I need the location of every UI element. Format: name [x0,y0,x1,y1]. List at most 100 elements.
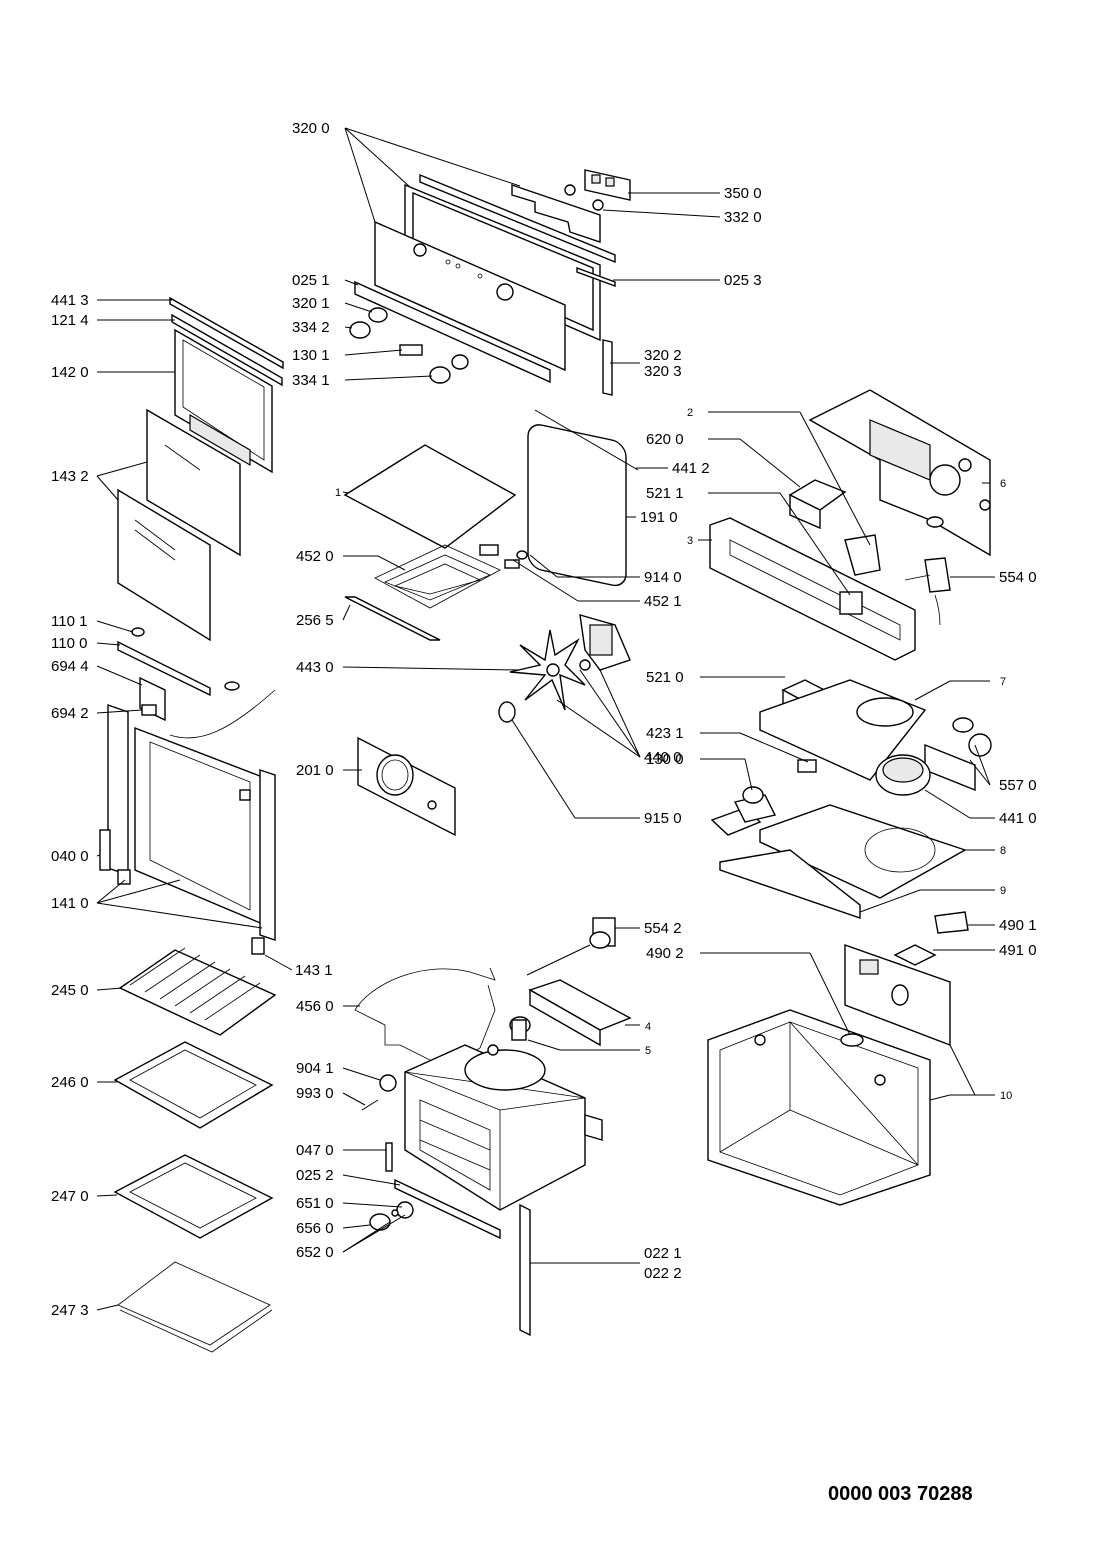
grill-element [374,544,528,609]
callout-025-3: 025 3 [724,272,762,289]
callout-143-2: 143 2 [51,468,89,485]
deep-pan [113,1154,274,1239]
callout-110-0: 110 0 [51,635,87,652]
callout-904-1: 904 1 [296,1060,334,1077]
callout-245-0: 245 0 [51,982,89,999]
callout-334-1: 334 1 [292,372,330,389]
callout-456-0: 456 0 [296,998,334,1015]
callout-247-3: 247 3 [51,1302,89,1319]
convection-fan [498,629,586,723]
switch-parts [710,759,817,836]
callout-1: 1 [335,487,341,499]
callout-025-2: 025 2 [296,1167,334,1184]
callout-350-0: 350 0 [724,185,762,202]
callout-10: 10 [1000,1090,1012,1102]
callout-022-1: 022 1 [644,1245,682,1262]
callout-320-1: 320 1 [292,295,330,312]
knob-module [564,169,631,211]
callout-914-0: 914 0 [644,569,682,586]
door-lock-assembly [117,627,276,739]
callout-490-2: 490 2 [646,945,684,962]
callout-491-0: 491 0 [999,942,1037,959]
selector-knobs [349,307,469,384]
callout-labels: 320 0 350 0 332 0 025 1 025 3 320 1 334 … [51,120,1037,1505]
terminal-parts [893,911,969,966]
callout-651-0: 651 0 [296,1195,334,1212]
callout-4: 4 [645,1021,651,1033]
callout-441-2: 441 2 [672,460,710,477]
relay-block [788,479,847,530]
leader-lines [96,127,995,1311]
callout-915-0: 915 0 [644,810,682,827]
callout-441-3: 441 3 [51,292,89,309]
inner-door [174,328,273,474]
callout-2: 2 [687,407,693,419]
door-gasket [527,409,639,587]
callout-320-0: 320 0 [292,120,330,137]
callout-694-4: 694 4 [51,658,89,675]
callout-141-0: 141 0 [51,895,89,912]
callout-7: 7 [1000,676,1006,688]
callout-191-0: 191 0 [640,509,678,526]
control-panel-fascia [374,220,566,372]
door-top-trim [169,296,284,387]
baking-tray [113,1041,274,1129]
callout-490-1: 490 1 [999,917,1037,934]
callout-620-0: 620 0 [646,431,684,448]
callout-554-0: 554 0 [999,569,1037,586]
thermostat-units [839,534,951,626]
callout-022-2: 022 2 [644,1265,682,1282]
callout-443-0: 443 0 [296,659,334,676]
callout-142-0: 142 0 [51,364,89,381]
callout-656-0: 656 0 [296,1220,334,1237]
trim-strip [576,266,616,288]
callout-130-0: 130 0 [646,751,684,768]
display-module [511,184,601,243]
deflector-plate [344,596,441,641]
callout-201-0: 201 0 [296,762,334,779]
callout-3: 3 [687,535,693,547]
callout-452-0: 452 0 [296,548,334,565]
callout-256-5: 256 5 [296,612,334,629]
callout-143-1: 143 1 [295,962,333,979]
top-housing [808,389,991,557]
cavity-fixings [361,1074,501,1240]
callout-5: 5 [645,1045,651,1057]
callout-440-0: 440 0 [644,749,682,766]
callout-694-2: 694 2 [51,705,89,722]
callout-441-0: 441 0 [999,810,1037,827]
wire-rack [118,947,277,1036]
callout-246-0: 246 0 [51,1074,89,1091]
cooling-duct [759,679,927,781]
callout-334-2: 334 2 [292,319,330,336]
side-strip [602,339,613,396]
callout-040-0: 040 0 [51,848,89,865]
callout-025-1: 025 1 [292,272,330,289]
oven-housing [707,944,951,1206]
document-number: 0000 003 70288 [828,1483,973,1505]
cooling-deflector [509,979,632,1047]
tangential-fan [875,754,931,796]
callout-521-0: 521 0 [646,669,684,686]
callout-8: 8 [1000,845,1006,857]
callout-110-1: 110 1 [51,613,87,630]
callout-320-2: 320 2 [644,347,682,364]
front-frame-rail [709,517,916,661]
callout-332-0: 332 0 [724,209,762,226]
oven-thermostat [526,917,616,976]
oven-cavity [404,1044,603,1211]
callout-047-0: 047 0 [296,1142,334,1159]
fan-motor [579,614,631,671]
callout-452-1: 452 1 [644,593,682,610]
callout-993-0: 993 0 [296,1085,334,1102]
callout-423-1: 423 1 [646,725,684,742]
callout-121-4: 121 4 [51,312,89,329]
glass-panes [117,408,241,642]
side-rail [519,1203,531,1337]
callout-652-0: 652 0 [296,1244,334,1261]
callout-320-3: 320 3 [644,363,682,380]
top-cover-plate [343,444,517,549]
callout-130-1: 130 1 [292,347,330,364]
shelf-runner [117,1261,273,1353]
